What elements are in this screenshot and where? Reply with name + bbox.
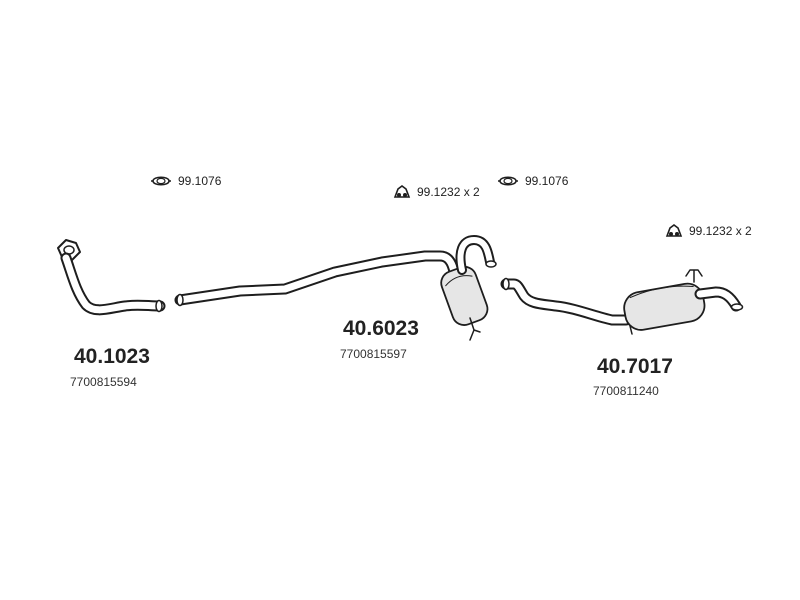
accessory-code: 99.1076 xyxy=(178,174,222,188)
accessory-code: 99.1232 x 2 xyxy=(417,185,480,199)
oem-number-rear-silencer: 7700811240 xyxy=(593,384,659,398)
front-pipe-40-1023[interactable] xyxy=(57,239,166,316)
accessory-hanger-1[interactable]: 99.1232 x 2 xyxy=(393,183,480,201)
accessory-code: 99.1076 xyxy=(525,174,569,188)
part-number-front-pipe: 40.1023 xyxy=(74,345,150,368)
clamp-ring-icon xyxy=(498,176,518,186)
rubber-hanger-icon xyxy=(393,185,411,198)
accessory-clamp-1[interactable]: 99.1076 xyxy=(150,173,221,189)
oem-number-front-pipe: 7700815594 xyxy=(70,375,137,389)
middle-pipe-40-6023[interactable] xyxy=(174,235,497,341)
rear-silencer-40-7017[interactable] xyxy=(500,269,744,335)
oem-number-middle-pipe: 7700815597 xyxy=(340,347,407,361)
part-number-middle-pipe: 40.6023 xyxy=(343,317,419,340)
accessory-hanger-2[interactable]: 99.1232 x 2 xyxy=(665,222,752,240)
clamp-ring-icon xyxy=(151,176,171,186)
accessory-code: 99.1232 x 2 xyxy=(689,224,752,238)
accessory-clamp-2[interactable]: 99.1076 xyxy=(497,173,568,189)
part-number-rear-silencer: 40.7017 xyxy=(597,355,673,378)
rubber-hanger-icon xyxy=(665,224,683,237)
